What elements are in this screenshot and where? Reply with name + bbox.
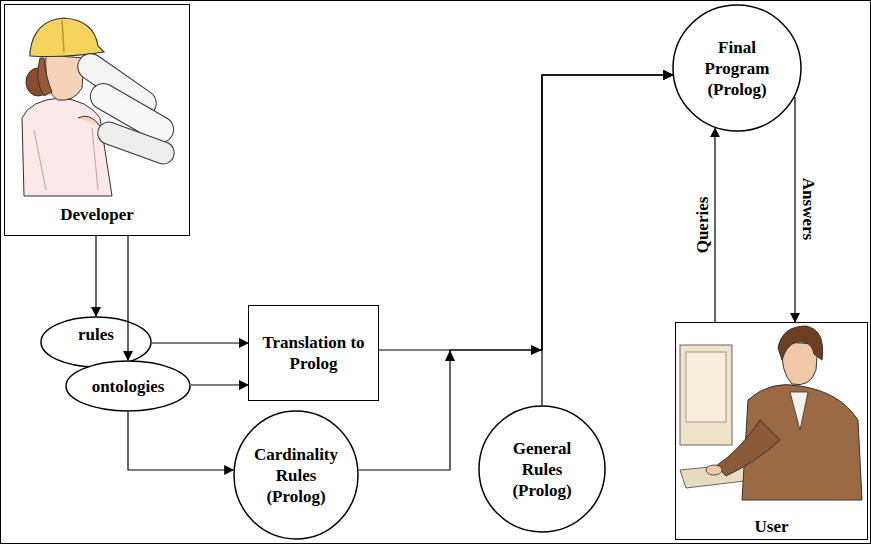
connector-arrow xyxy=(379,75,672,350)
merge-arrowhead xyxy=(445,350,455,361)
connector-arrow xyxy=(191,384,248,385)
edge-label: Queries xyxy=(693,197,713,254)
ellipse-node: rules xyxy=(40,316,152,368)
node-text: Final Program (Prolog) xyxy=(690,37,784,100)
ellipse-node: ontologies xyxy=(65,360,191,412)
connector-arrow xyxy=(794,97,795,322)
merge-arrowhead xyxy=(531,345,542,355)
node-text: rules xyxy=(78,324,114,345)
connector-arrow xyxy=(714,128,715,322)
connector-arrow xyxy=(152,342,248,343)
user-illustration xyxy=(680,326,862,500)
developer-illustration xyxy=(22,18,178,196)
connector-arrow xyxy=(95,236,96,316)
process-box: Translation to Prolog xyxy=(248,305,379,401)
ellipse-node: Cardinality Rules (Prolog) xyxy=(233,410,359,540)
connector-arrow xyxy=(359,75,673,470)
connector-arrow xyxy=(542,75,672,405)
node-text: Translation to Prolog xyxy=(255,332,372,374)
ellipse-node: Final Program (Prolog) xyxy=(672,4,802,132)
process-box: Developer xyxy=(4,4,190,236)
node-text: General Rules (Prolog) xyxy=(496,438,588,501)
node-text: User xyxy=(755,516,789,537)
node-text: Developer xyxy=(60,204,134,225)
edge-label: Answers xyxy=(798,178,818,240)
process-box: User xyxy=(675,322,868,540)
connector-arrow xyxy=(127,236,128,360)
ellipse-node: General Rules (Prolog) xyxy=(478,405,606,533)
connector-arrow xyxy=(128,412,233,470)
node-text: Cardinality Rules (Prolog) xyxy=(247,444,345,507)
node-text: ontologies xyxy=(92,376,165,397)
